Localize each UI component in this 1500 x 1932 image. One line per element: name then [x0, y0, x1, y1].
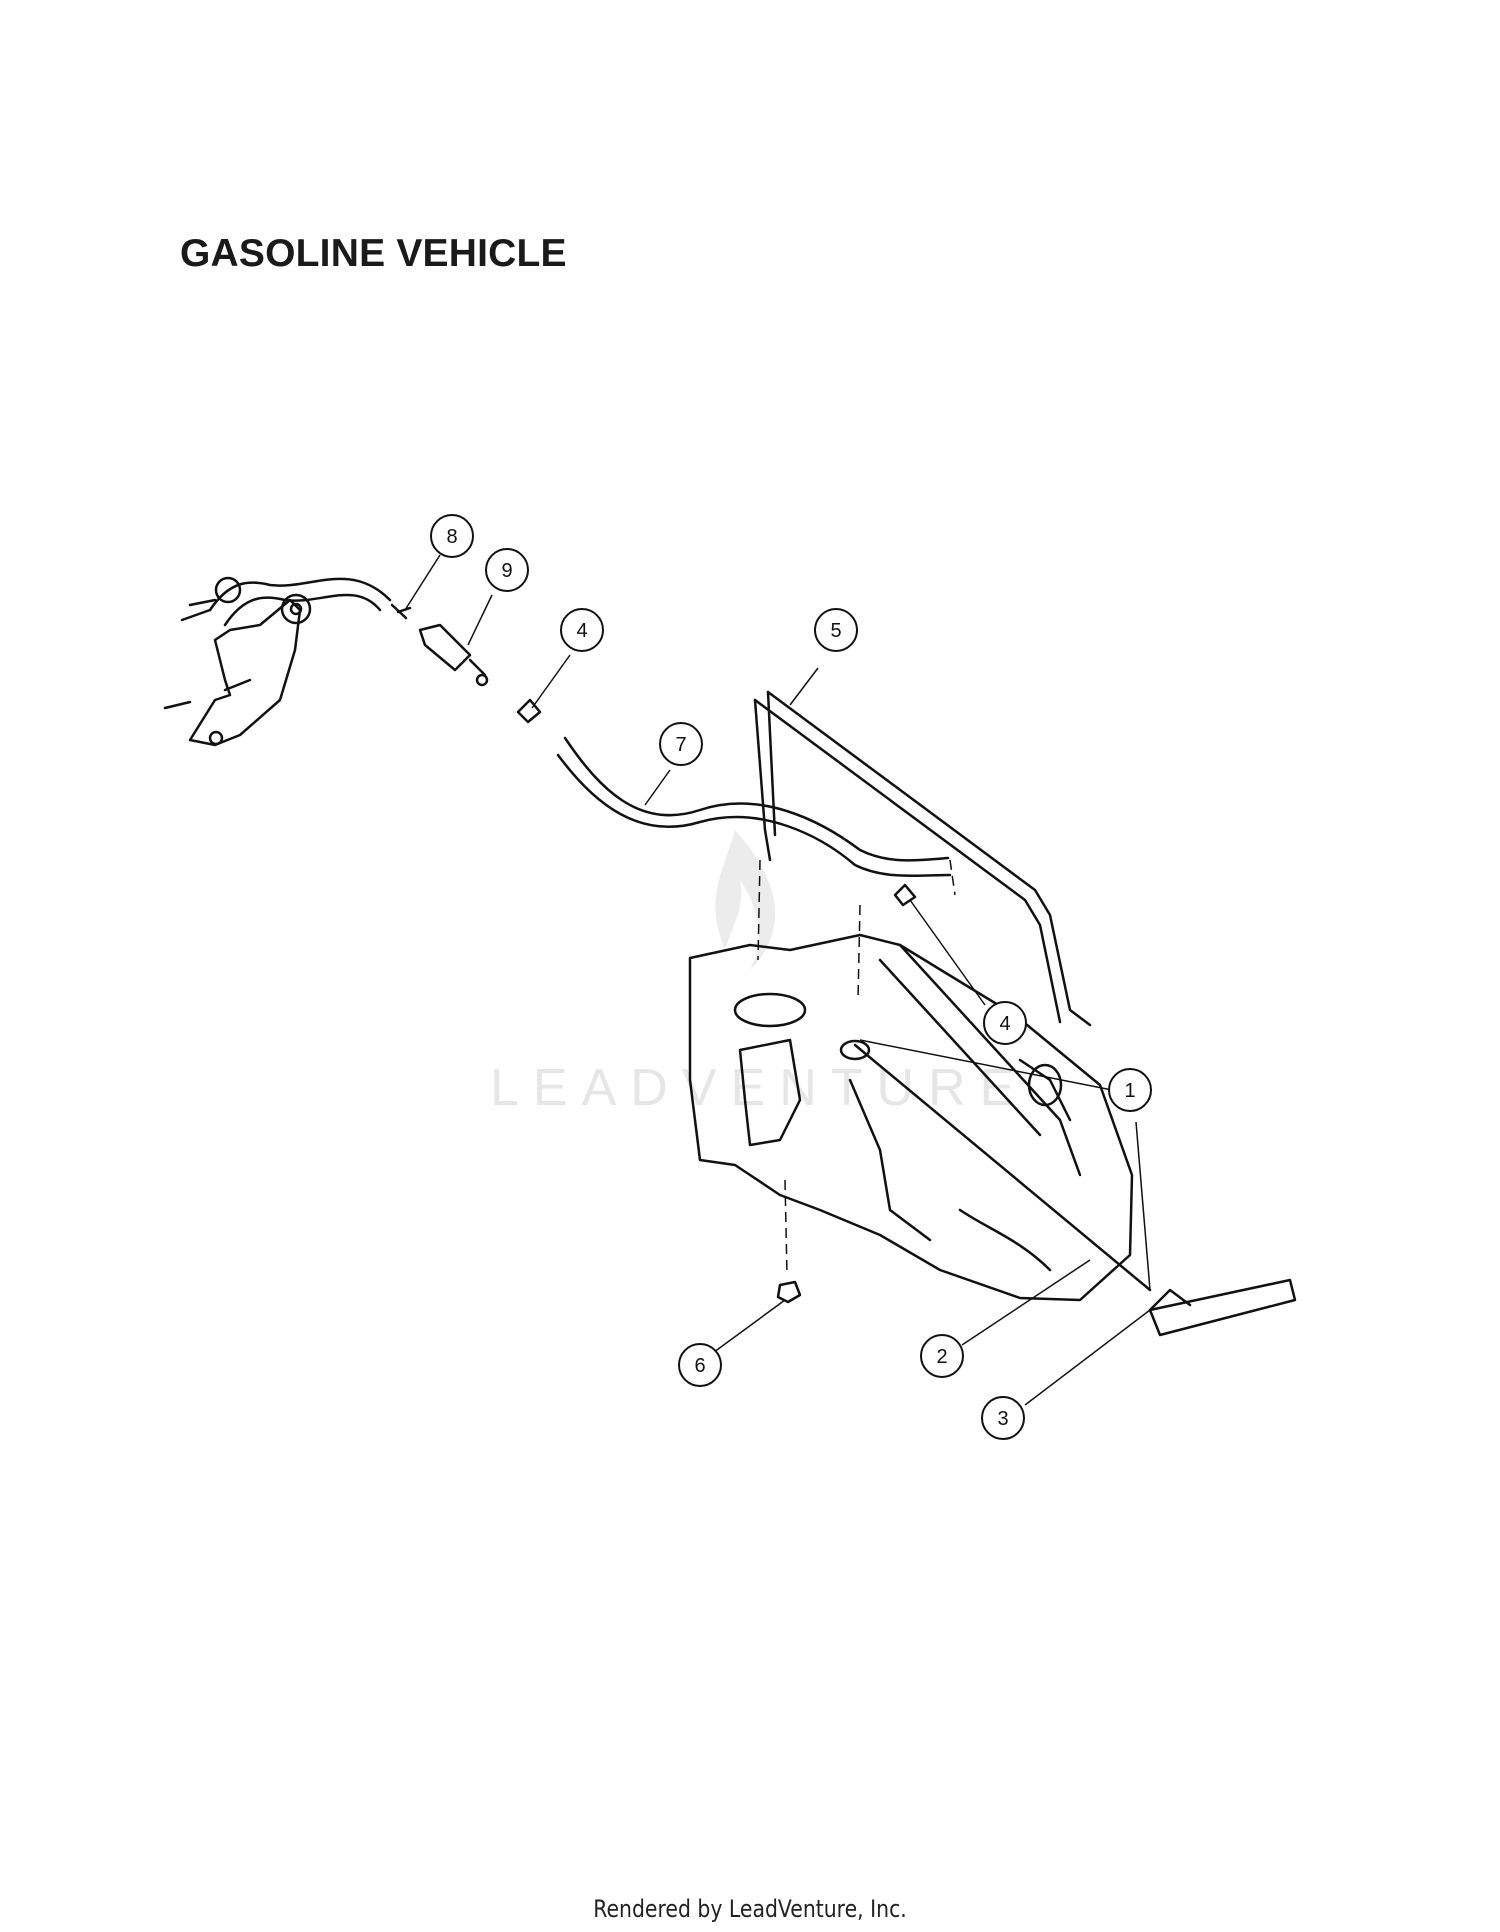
assembly-line-strap: [757, 859, 761, 961]
engine-bracket: [163, 593, 312, 747]
callout-circle-8: [430, 514, 474, 558]
callout-6: 6: [694, 1355, 705, 1377]
watermark-text: LEADVENTURE: [490, 1059, 1028, 1117]
callout-circle-4b: [983, 1001, 1027, 1045]
assembly-line-clamp: [857, 904, 861, 1001]
callout-circle-5: [814, 608, 858, 652]
leader-line-9: [467, 594, 493, 646]
assembly-line-hose: [949, 859, 956, 896]
fuel-tank-2: [688, 933, 1134, 1302]
hose-clamp-8: [390, 603, 412, 620]
callout-4-lower: 4: [999, 1013, 1010, 1035]
leader-line-1b: [1135, 1121, 1151, 1291]
callout-2: 2: [936, 1346, 947, 1368]
watermark: LEADVENTURE: [490, 830, 1028, 1117]
nut-6: [776, 1280, 802, 1304]
assembly-line-nut: [784, 1179, 788, 1276]
leader-line-4a: [531, 654, 571, 709]
callout-circle-2: [920, 1334, 964, 1378]
mounting-bracket-3: [1148, 1278, 1297, 1337]
leader-line-2: [961, 1259, 1091, 1346]
fuel-hose-upper: [188, 576, 392, 627]
callout-1: 1: [1124, 1080, 1135, 1102]
fuel-filter-9: [418, 623, 489, 687]
leader-line-6: [709, 1299, 786, 1356]
leader-line-3: [1024, 1309, 1151, 1406]
callout-circle-4a: [560, 608, 604, 652]
callout-circle-6: [678, 1343, 722, 1387]
callout-circle-1: [1108, 1068, 1152, 1112]
callout-7: 7: [675, 734, 686, 756]
hold-down-strap-5: [753, 690, 1092, 1027]
leader-line-4b: [909, 899, 986, 1006]
page-title: GASOLINE VEHICLE: [180, 232, 567, 275]
callout-3: 3: [997, 1408, 1008, 1430]
callout-circle-7: [659, 722, 703, 766]
leader-line-8: [404, 554, 441, 611]
leader-line-5: [789, 667, 819, 706]
leader-line-1a: [859, 1039, 1113, 1091]
watermark-flame-icon: [715, 830, 776, 970]
hose-clamp-4-lower: [893, 883, 917, 907]
callout-4-upper: 4: [576, 620, 587, 642]
callout-8: 8: [446, 526, 457, 548]
callout-circle-9: [485, 548, 529, 592]
leader-line-7: [644, 769, 671, 806]
callout-9: 9: [501, 560, 512, 582]
hose-clamp-4-upper: [516, 698, 542, 724]
callout-5: 5: [830, 620, 841, 642]
callout-circle-3: [981, 1396, 1025, 1440]
tank-rod-1: [853, 1043, 1152, 1292]
footer-credit: Rendered by LeadVenture, Inc.: [593, 1895, 907, 1923]
